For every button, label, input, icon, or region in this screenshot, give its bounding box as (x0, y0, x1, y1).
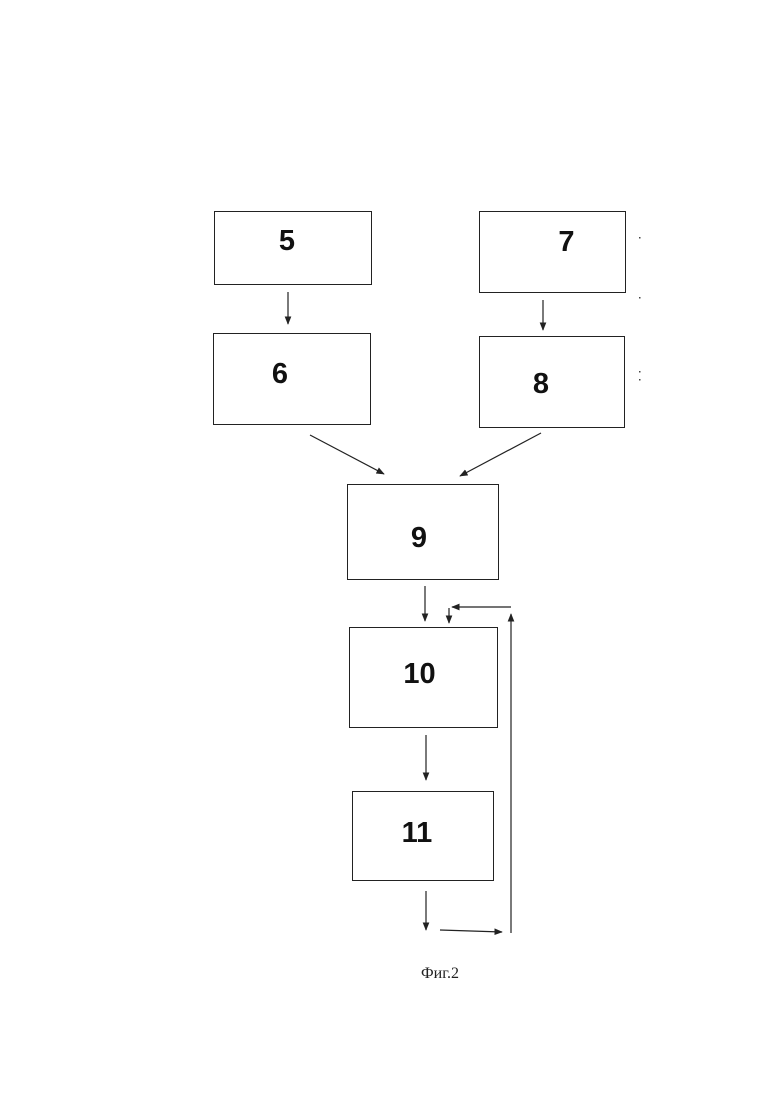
block-9-label: 9 (411, 522, 427, 555)
figure-caption: Фиг.2 (390, 965, 490, 983)
block-8-label: 8 (533, 368, 549, 401)
arrow-6-to-9 (310, 435, 384, 474)
arrow-feedback-right (440, 930, 502, 932)
block-7-label: 7 (558, 226, 574, 259)
scan-specks (639, 237, 641, 381)
block-6: 6 (213, 333, 371, 425)
block-11-label: 11 (402, 817, 433, 850)
block-8: 8 (479, 336, 625, 428)
block-5-label: 5 (279, 225, 295, 258)
block-9: 9 (347, 484, 499, 580)
arrow-8-to-9 (460, 433, 541, 476)
block-11: 11 (352, 791, 494, 881)
block-7: 7 (479, 211, 626, 293)
block-10: 10 (349, 627, 498, 728)
block-6-label: 6 (272, 358, 288, 391)
block-10-label: 10 (403, 658, 435, 691)
block-5: 5 (214, 211, 372, 285)
